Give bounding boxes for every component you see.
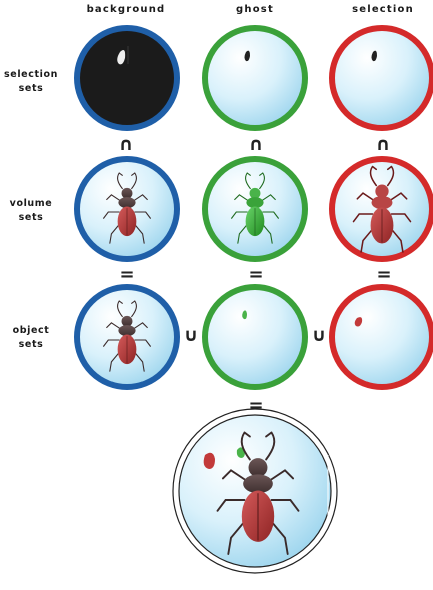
- volume-set-ghost-lens: [205, 159, 305, 259]
- object-set-ghost-lens: [205, 287, 305, 387]
- object-set-selection-lens: [332, 287, 432, 387]
- selection-set-ghost-lens: [205, 28, 305, 128]
- selection-set-background-lens: [77, 28, 177, 128]
- selection-set-selection-lens: [332, 28, 432, 128]
- volume-set-background-lens: [77, 159, 177, 259]
- volume-set-selection-lens: [332, 159, 432, 259]
- object-set-background-lens: [77, 287, 177, 387]
- result-lens: [173, 409, 337, 573]
